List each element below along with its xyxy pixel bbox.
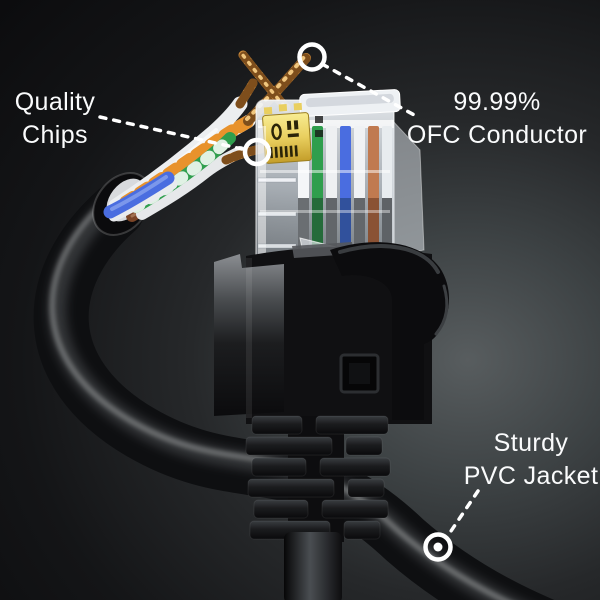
- gold-contact-chip: [262, 102, 312, 164]
- boot-body: [246, 246, 432, 424]
- blue-wire-sheen: [110, 175, 168, 211]
- connector-wire-channels: [298, 126, 392, 256]
- callout-dashed-lines: [98, 62, 480, 536]
- connector-top-tab: [299, 89, 401, 117]
- callout-line-pvc-jacket: [447, 489, 480, 536]
- callout-marker-quality-chips: [242, 137, 272, 167]
- callout-pvc-jacket: Sturdy PVC Jacket: [431, 427, 600, 493]
- callout-marker-ofc-conductor: [297, 42, 327, 72]
- callout-ofc-conductor-line1: 99.99%: [453, 88, 541, 116]
- rj45-connector: [255, 89, 425, 289]
- latch-highlight-top: [338, 244, 440, 274]
- boot-left-edge-light: [246, 258, 252, 418]
- chip-side-slot-2: [315, 130, 323, 137]
- callout-ofc-conductor: 99.99% OFC Conductor: [392, 86, 600, 152]
- chip-barcode-marks: [269, 145, 298, 159]
- chip-marking-ring: [271, 123, 282, 140]
- connector-top-band: [258, 120, 394, 128]
- callout-line-quality-chips: [98, 115, 244, 151]
- strain-relief-boot: [214, 242, 449, 424]
- callout-line-ofc-conductor: [320, 62, 418, 118]
- boot-latch-arm: [330, 242, 449, 420]
- copper-pair-long-glint: [245, 54, 307, 121]
- callout-ofc-conductor-line2: OFC Conductor: [406, 121, 588, 149]
- callout-marker-pvc-jacket-dot: [433, 542, 443, 552]
- callout-pvc-jacket-line2: PVC Jacket: [463, 462, 599, 490]
- strain-relief-fins: [245, 415, 391, 542]
- chip-side-slot-1: [315, 116, 323, 123]
- twisted-pair-wires: [103, 78, 266, 222]
- copper-tip-a-twist: [235, 78, 258, 109]
- boot-recess-inner: [349, 363, 370, 384]
- latch-highlight-right: [434, 284, 449, 336]
- cable-bottom-segment: [284, 532, 342, 600]
- callout-quality-chips: Quality Chips: [0, 86, 135, 152]
- callout-marker-pvc-jacket: [423, 532, 453, 562]
- callout-quality-chips-line1: Quality: [14, 88, 96, 116]
- callout-pvc-jacket-line1: Sturdy: [493, 429, 569, 457]
- callout-markers: [242, 42, 453, 562]
- boot-left-block: [214, 254, 284, 416]
- cable-sheen-bright: [49, 196, 511, 600]
- callout-quality-chips-line2: Chips: [22, 121, 88, 149]
